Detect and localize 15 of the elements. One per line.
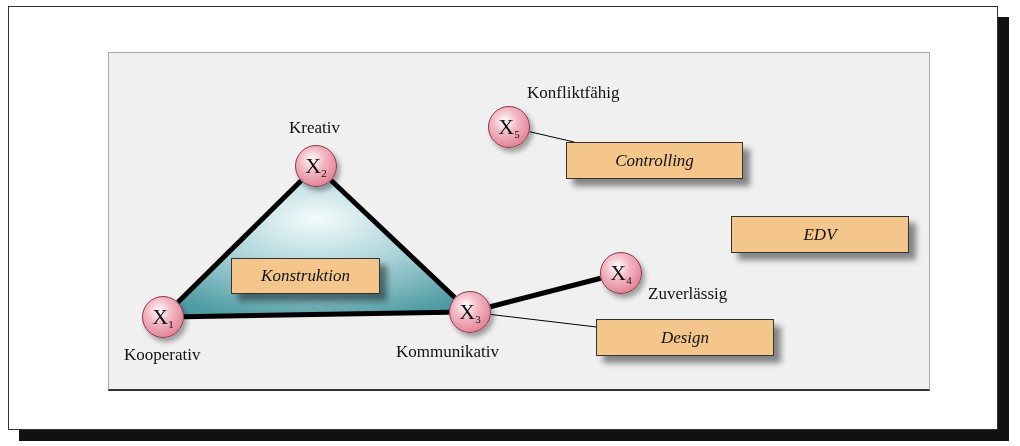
connector-line [489,275,602,310]
node-label: Kooperativ [124,345,201,365]
connector-line [183,309,450,320]
connector-line [176,178,303,305]
node-label: Kommunikativ [396,342,499,362]
area-box: Konstruktion [231,258,380,294]
area-box: Design [596,319,774,356]
node-label: Kreativ [289,118,340,138]
area-box: EDV [731,216,909,253]
node-label: Zuverlässig [648,284,728,304]
connector-line [329,178,457,300]
area-box: Controlling [566,142,743,179]
connector-line [490,313,597,328]
connector-line [528,131,575,143]
node-label: Konfliktfähig [527,83,620,103]
